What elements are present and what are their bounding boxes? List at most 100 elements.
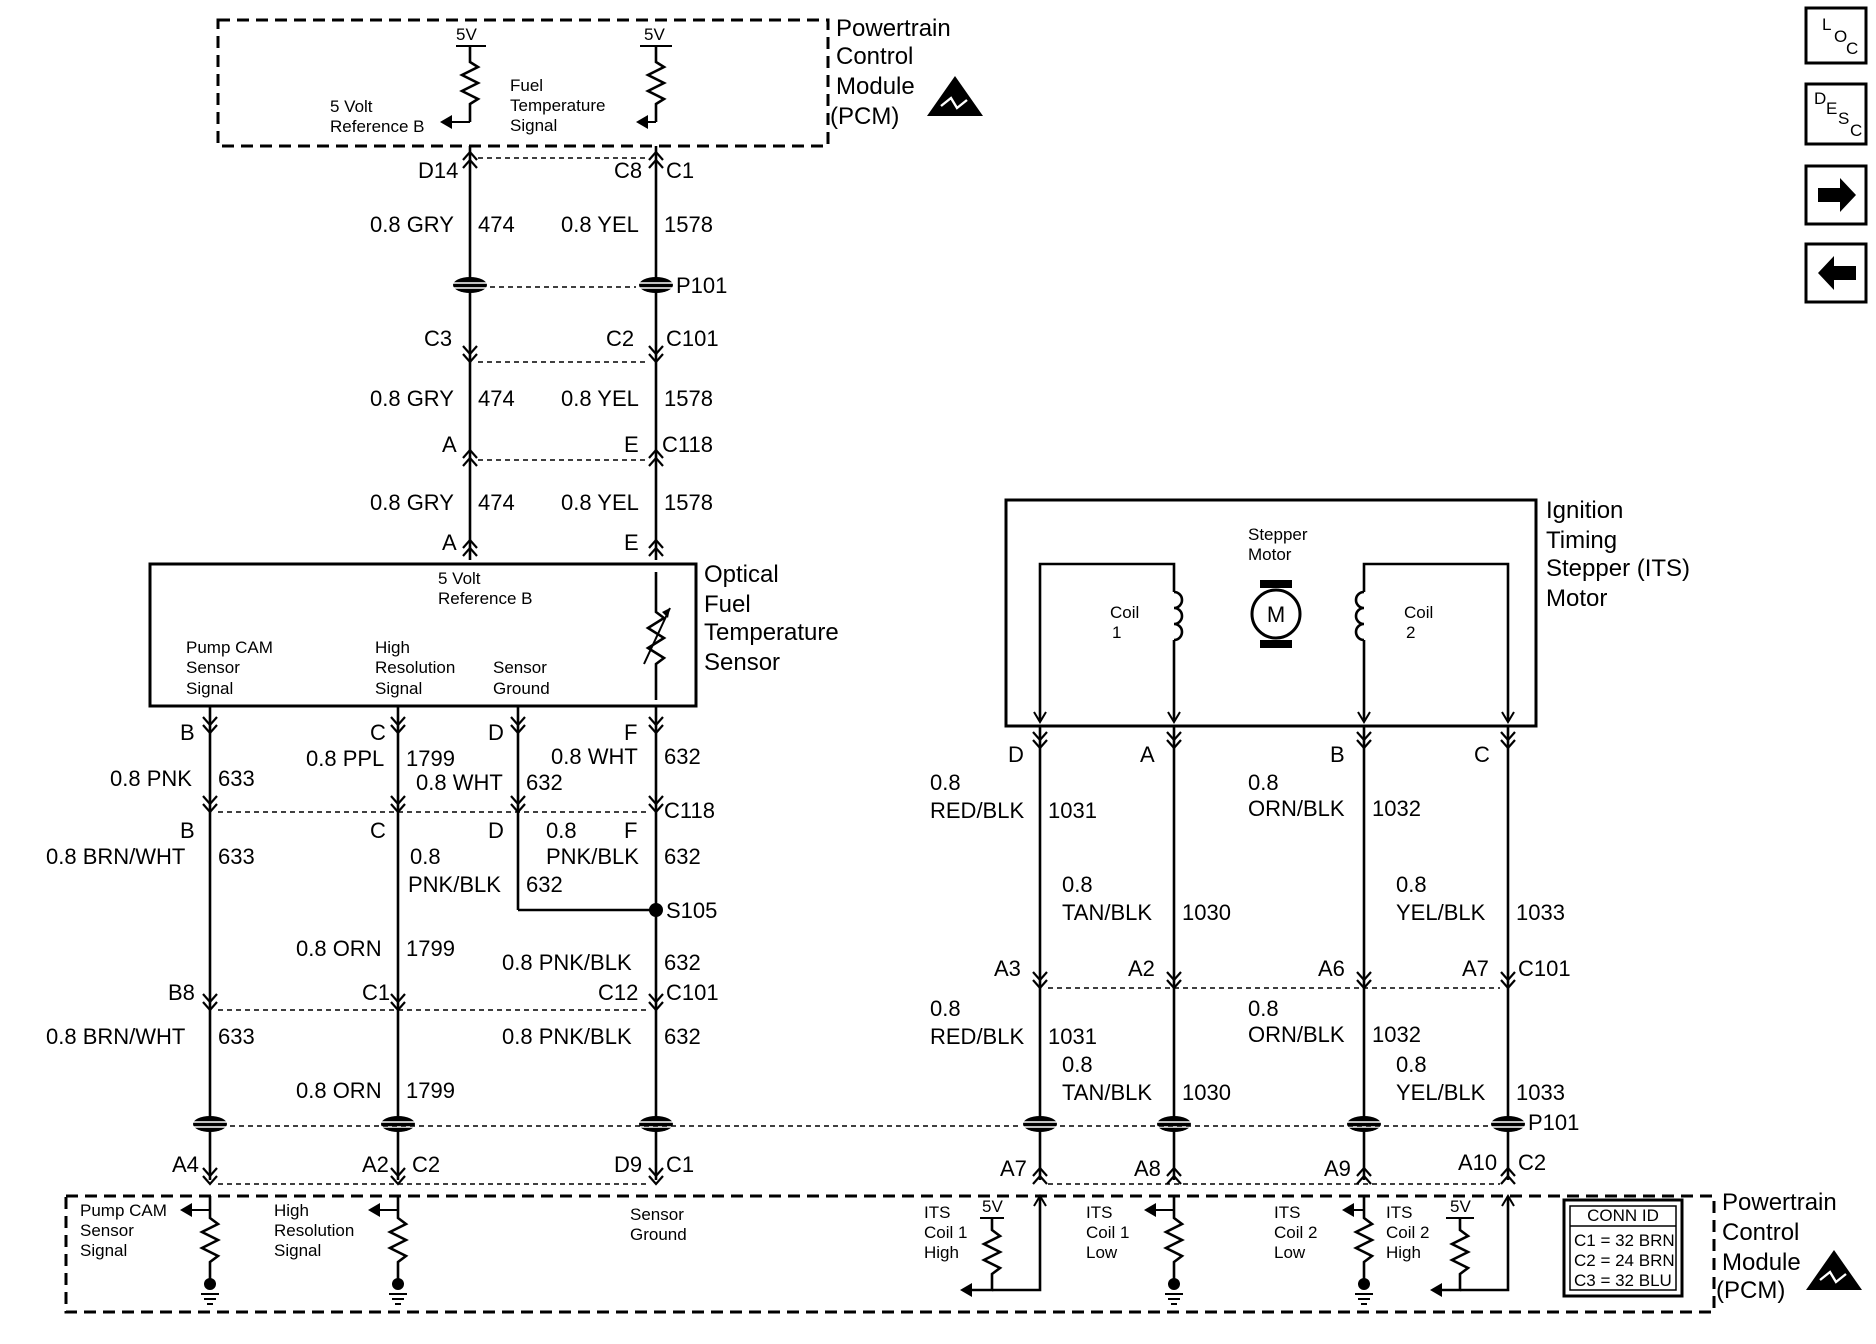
svg-text:Motor: Motor [1248, 545, 1292, 564]
svg-text:B8: B8 [168, 980, 195, 1005]
svg-text:Timing: Timing [1546, 527, 1617, 554]
svg-text:Pump CAM: Pump CAM [80, 1201, 167, 1220]
svg-text:TAN/BLK: TAN/BLK [1062, 1080, 1152, 1105]
svg-text:Stepper (ITS): Stepper (ITS) [1546, 555, 1690, 582]
svg-text:D: D [488, 720, 504, 745]
svg-text:P101: P101 [676, 273, 727, 298]
svg-text:Optical: Optical [704, 561, 779, 588]
conn-id-table: CONN ID C1 = 32 BRN C2 = 24 BRN C3 = 32 … [1562, 1198, 1684, 1298]
svg-text:C101: C101 [666, 326, 719, 351]
svg-text:0.8 ORN: 0.8 ORN [296, 936, 382, 961]
svg-text:Signal: Signal [80, 1241, 127, 1260]
svg-text:5 Volt: 5 Volt [330, 97, 373, 116]
svg-text:0.8 WHT: 0.8 WHT [416, 770, 503, 795]
svg-text:0.8 PNK/BLK: 0.8 PNK/BLK [502, 1024, 632, 1049]
svg-text:B: B [180, 720, 195, 745]
svg-text:Ground: Ground [493, 679, 550, 698]
svg-text:High: High [1386, 1243, 1421, 1262]
svg-text:0.8: 0.8 [930, 770, 961, 795]
svg-text:F: F [624, 720, 637, 745]
svg-text:1030: 1030 [1182, 1080, 1231, 1105]
svg-text:CONN ID: CONN ID [1587, 1206, 1659, 1225]
svg-text:Fuel: Fuel [510, 76, 543, 95]
svg-text:633: 633 [218, 844, 255, 869]
svg-text:0.8 PPL: 0.8 PPL [306, 746, 384, 771]
svg-text:A2: A2 [1128, 956, 1155, 981]
svg-text:D14: D14 [418, 158, 458, 183]
svg-text:High: High [274, 1201, 309, 1220]
svg-text:Sensor: Sensor [704, 649, 780, 676]
svg-text:Signal: Signal [510, 116, 557, 135]
svg-text:1799: 1799 [406, 746, 455, 771]
svg-text:E: E [1826, 99, 1837, 118]
svg-text:1031: 1031 [1048, 798, 1097, 823]
svg-text:B: B [180, 818, 195, 843]
svg-text:632: 632 [526, 770, 563, 795]
nav-forward-button[interactable] [1804, 164, 1868, 226]
svg-text:0.8 WHT: 0.8 WHT [551, 744, 638, 769]
svg-text:A4: A4 [172, 1152, 199, 1177]
svg-text:Powertrain: Powertrain [836, 15, 951, 42]
svg-text:474: 474 [478, 386, 515, 411]
svg-text:1032: 1032 [1372, 1022, 1421, 1047]
svg-text:Coil: Coil [1110, 603, 1139, 622]
svg-text:S: S [1838, 109, 1849, 128]
nav-desc-button[interactable]: D E S C [1804, 82, 1868, 146]
svg-text:1578: 1578 [664, 386, 713, 411]
nav-loc-button[interactable]: L O C [1804, 6, 1868, 65]
svg-text:Reference B: Reference B [330, 117, 425, 136]
sensor-wires: B C D F 0.8 PNK 633 0.8 PPL 1799 0.8 WHT… [46, 706, 1020, 1186]
loc-label: L [1822, 15, 1831, 34]
svg-text:RED/BLK: RED/BLK [930, 798, 1024, 823]
svg-text:0.8: 0.8 [1396, 1052, 1427, 1077]
svg-text:632: 632 [664, 950, 701, 975]
svg-text:ORN/BLK: ORN/BLK [1248, 796, 1345, 821]
svg-text:633: 633 [218, 1024, 255, 1049]
svg-text:Low: Low [1086, 1243, 1118, 1262]
svg-text:632: 632 [664, 744, 701, 769]
svg-text:Sensor: Sensor [80, 1221, 134, 1240]
svg-text:Resolution: Resolution [274, 1221, 354, 1240]
arrow-right-icon [1818, 178, 1856, 212]
svg-text:0.8: 0.8 [1248, 996, 1279, 1021]
svg-text:0.8 GRY: 0.8 GRY [370, 386, 454, 411]
coil-icon [1354, 590, 1365, 642]
svg-text:C: C [1846, 39, 1858, 58]
svg-text:D: D [488, 818, 504, 843]
svg-text:(PCM): (PCM) [1716, 1277, 1785, 1304]
svg-text:High: High [924, 1243, 959, 1262]
svg-text:0.8: 0.8 [930, 996, 961, 1021]
svg-text:C: C [1474, 742, 1490, 767]
svg-text:A7: A7 [1462, 956, 1489, 981]
svg-text:0.8: 0.8 [1062, 1052, 1093, 1077]
svg-text:Motor: Motor [1546, 585, 1607, 612]
svg-text:Sensor: Sensor [186, 658, 240, 677]
svg-text:C1 = 32 BRN: C1 = 32 BRN [1574, 1231, 1675, 1250]
svg-text:F: F [624, 818, 637, 843]
svg-text:C3 = 32 BLU: C3 = 32 BLU [1574, 1271, 1672, 1290]
svg-text:Ground: Ground [630, 1225, 687, 1244]
svg-text:0.8 ORN: 0.8 ORN [296, 1078, 382, 1103]
svg-text:Resolution: Resolution [375, 658, 455, 677]
svg-text:Sensor: Sensor [630, 1205, 684, 1224]
coil-icon [1173, 590, 1184, 642]
svg-text:0.8: 0.8 [1062, 872, 1093, 897]
nav-back-button[interactable] [1804, 242, 1868, 304]
svg-text:E: E [624, 530, 639, 555]
esd-warning-icon [925, 74, 985, 118]
svg-text:C2: C2 [606, 326, 634, 351]
svg-text:C1: C1 [362, 980, 390, 1005]
svg-text:0.8: 0.8 [1396, 872, 1427, 897]
svg-text:1030: 1030 [1182, 900, 1231, 925]
svg-text:A: A [442, 530, 457, 555]
svg-text:YEL/BLK: YEL/BLK [1396, 1080, 1486, 1105]
svg-text:Coil 1: Coil 1 [1086, 1223, 1129, 1242]
svg-text:1032: 1032 [1372, 796, 1421, 821]
svg-text:Signal: Signal [375, 679, 422, 698]
svg-text:Signal: Signal [274, 1241, 321, 1260]
svg-text:ORN/BLK: ORN/BLK [1248, 1022, 1345, 1047]
svg-text:Coil: Coil [1404, 603, 1433, 622]
svg-text:0.8 PNK/BLK: 0.8 PNK/BLK [502, 950, 632, 975]
svg-text:0.8: 0.8 [410, 844, 441, 869]
svg-text:ITS: ITS [1274, 1203, 1300, 1222]
